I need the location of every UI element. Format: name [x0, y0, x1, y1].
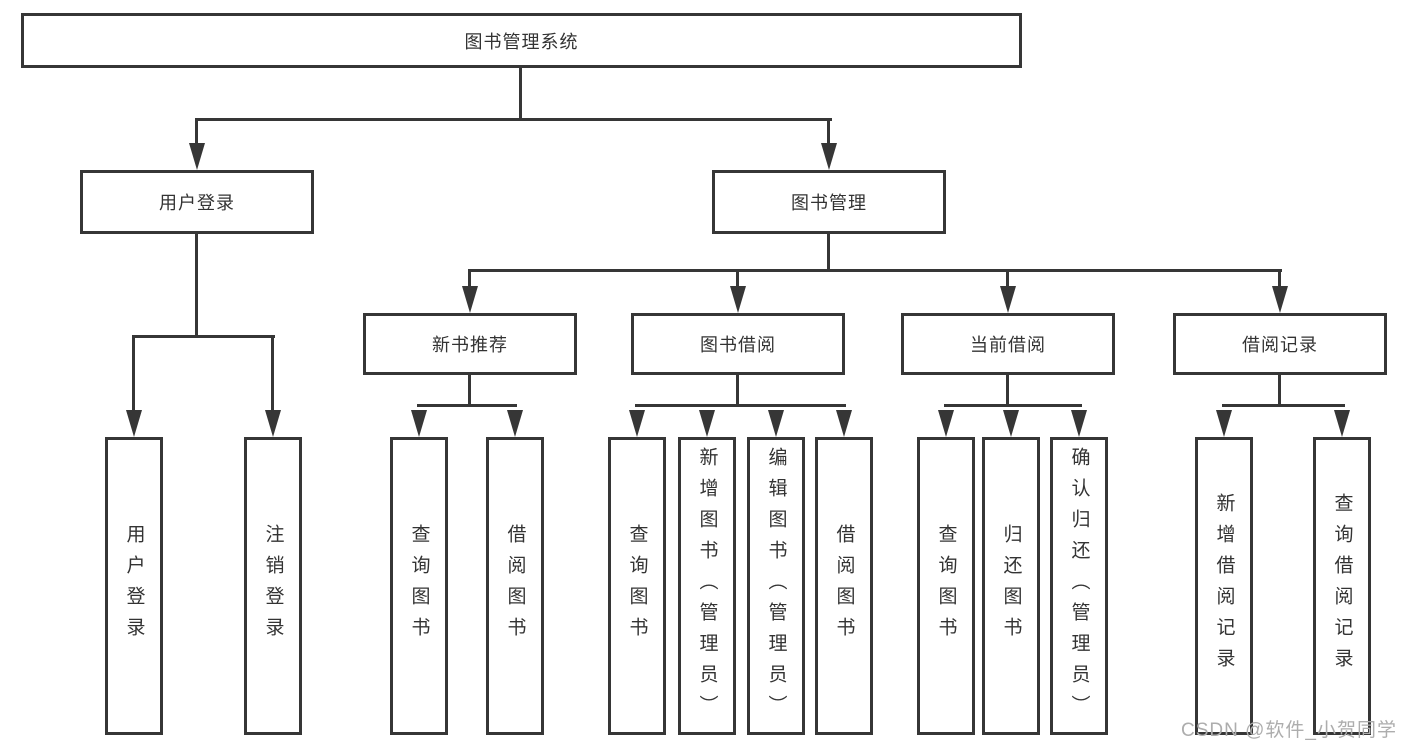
arrow-down-icon [629, 410, 645, 437]
arrow-down-icon [1000, 286, 1016, 313]
connector-line [736, 375, 739, 407]
arrow-down-icon [462, 286, 478, 313]
leaf-borrow-books: 借阅图书 [815, 437, 873, 735]
leaf-label: 借阅图书 [833, 524, 855, 648]
leaf-add-books-admin: 新增图书（管理员） [678, 437, 736, 735]
leaf-label: 查询图书 [408, 524, 430, 648]
node-label: 图书管理系统 [464, 31, 579, 52]
arrow-down-icon [1071, 410, 1087, 437]
node-label: 当前借阅 [970, 335, 1046, 355]
leaf-label: 用户登录 [123, 524, 145, 648]
connector-line [827, 118, 830, 146]
leaf-label: 查询借阅记录 [1331, 493, 1353, 679]
connector-line [271, 335, 274, 412]
arrow-down-icon [938, 410, 954, 437]
connector-line [1006, 375, 1009, 407]
leaf-borrow-query-books: 查询图书 [608, 437, 666, 735]
arrow-down-icon [189, 143, 205, 170]
node-borrow-records: 借阅记录 [1173, 313, 1387, 375]
leaf-label: 确认归还（管理员） [1068, 446, 1090, 726]
arrow-down-icon [265, 410, 281, 437]
leaf-label: 注销登录 [262, 524, 284, 648]
node-new-book-recommend: 新书推荐 [363, 313, 577, 375]
connector-line [195, 234, 198, 337]
connector-line [195, 118, 832, 121]
leaf-label: 查询图书 [626, 524, 648, 648]
leaf-recommend-query-books: 查询图书 [390, 437, 448, 735]
node-label: 图书借阅 [700, 335, 776, 355]
leaf-label: 编辑图书（管理员） [765, 446, 787, 726]
connector-line [468, 269, 471, 289]
arrow-down-icon [699, 410, 715, 437]
node-user-login: 用户登录 [80, 170, 314, 234]
arrow-down-icon [507, 410, 523, 437]
leaf-return-books: 归还图书 [982, 437, 1040, 735]
connector-line [1222, 404, 1345, 407]
leaf-query-borrow-record: 查询借阅记录 [1313, 437, 1371, 735]
arrow-down-icon [1334, 410, 1350, 437]
arrow-down-icon [126, 410, 142, 437]
node-label: 图书管理 [791, 193, 867, 213]
node-label: 新书推荐 [432, 335, 508, 355]
arrow-down-icon [836, 410, 852, 437]
arrow-down-icon [411, 410, 427, 437]
leaf-recommend-borrow-books: 借阅图书 [486, 437, 544, 735]
leaf-user-login: 用户登录 [105, 437, 163, 735]
leaf-edit-books-admin: 编辑图书（管理员） [747, 437, 805, 735]
leaf-label: 借阅图书 [504, 524, 526, 648]
connector-line [1278, 269, 1281, 289]
node-label: 借阅记录 [1242, 335, 1318, 355]
connector-line [132, 335, 275, 338]
node-book-management: 图书管理 [712, 170, 946, 234]
connector-line [944, 404, 1082, 407]
node-current-borrow: 当前借阅 [901, 313, 1115, 375]
connector-line [417, 404, 517, 407]
connector-line [827, 234, 830, 272]
leaf-label: 归还图书 [1000, 524, 1022, 648]
arrow-down-icon [1216, 410, 1232, 437]
connector-line [468, 375, 471, 407]
arrow-down-icon [821, 143, 837, 170]
leaf-add-borrow-record: 新增借阅记录 [1195, 437, 1253, 735]
connector-line [1006, 269, 1009, 289]
connector-line [736, 269, 739, 289]
arrow-down-icon [768, 410, 784, 437]
connector-line [1278, 375, 1281, 407]
connector-line [635, 404, 846, 407]
leaf-current-query-books: 查询图书 [917, 437, 975, 735]
node-label: 用户登录 [159, 193, 235, 213]
leaf-confirm-return-admin: 确认归还（管理员） [1050, 437, 1108, 735]
leaf-label: 新增图书（管理员） [696, 446, 718, 726]
node-book-borrow: 图书借阅 [631, 313, 845, 375]
csdn-watermark: CSDN @软件_小贺同学 [1181, 720, 1397, 741]
leaf-logout: 注销登录 [244, 437, 302, 735]
node-library-management-system: 图书管理系统 [21, 13, 1022, 68]
arrow-down-icon [1272, 286, 1288, 313]
arrow-down-icon [730, 286, 746, 313]
connector-line [195, 118, 198, 146]
arrow-down-icon [1003, 410, 1019, 437]
leaf-label: 查询图书 [935, 524, 957, 648]
connector-line [468, 269, 1282, 272]
connector-line [519, 68, 522, 121]
leaf-label: 新增借阅记录 [1213, 493, 1235, 679]
connector-line [132, 335, 135, 412]
